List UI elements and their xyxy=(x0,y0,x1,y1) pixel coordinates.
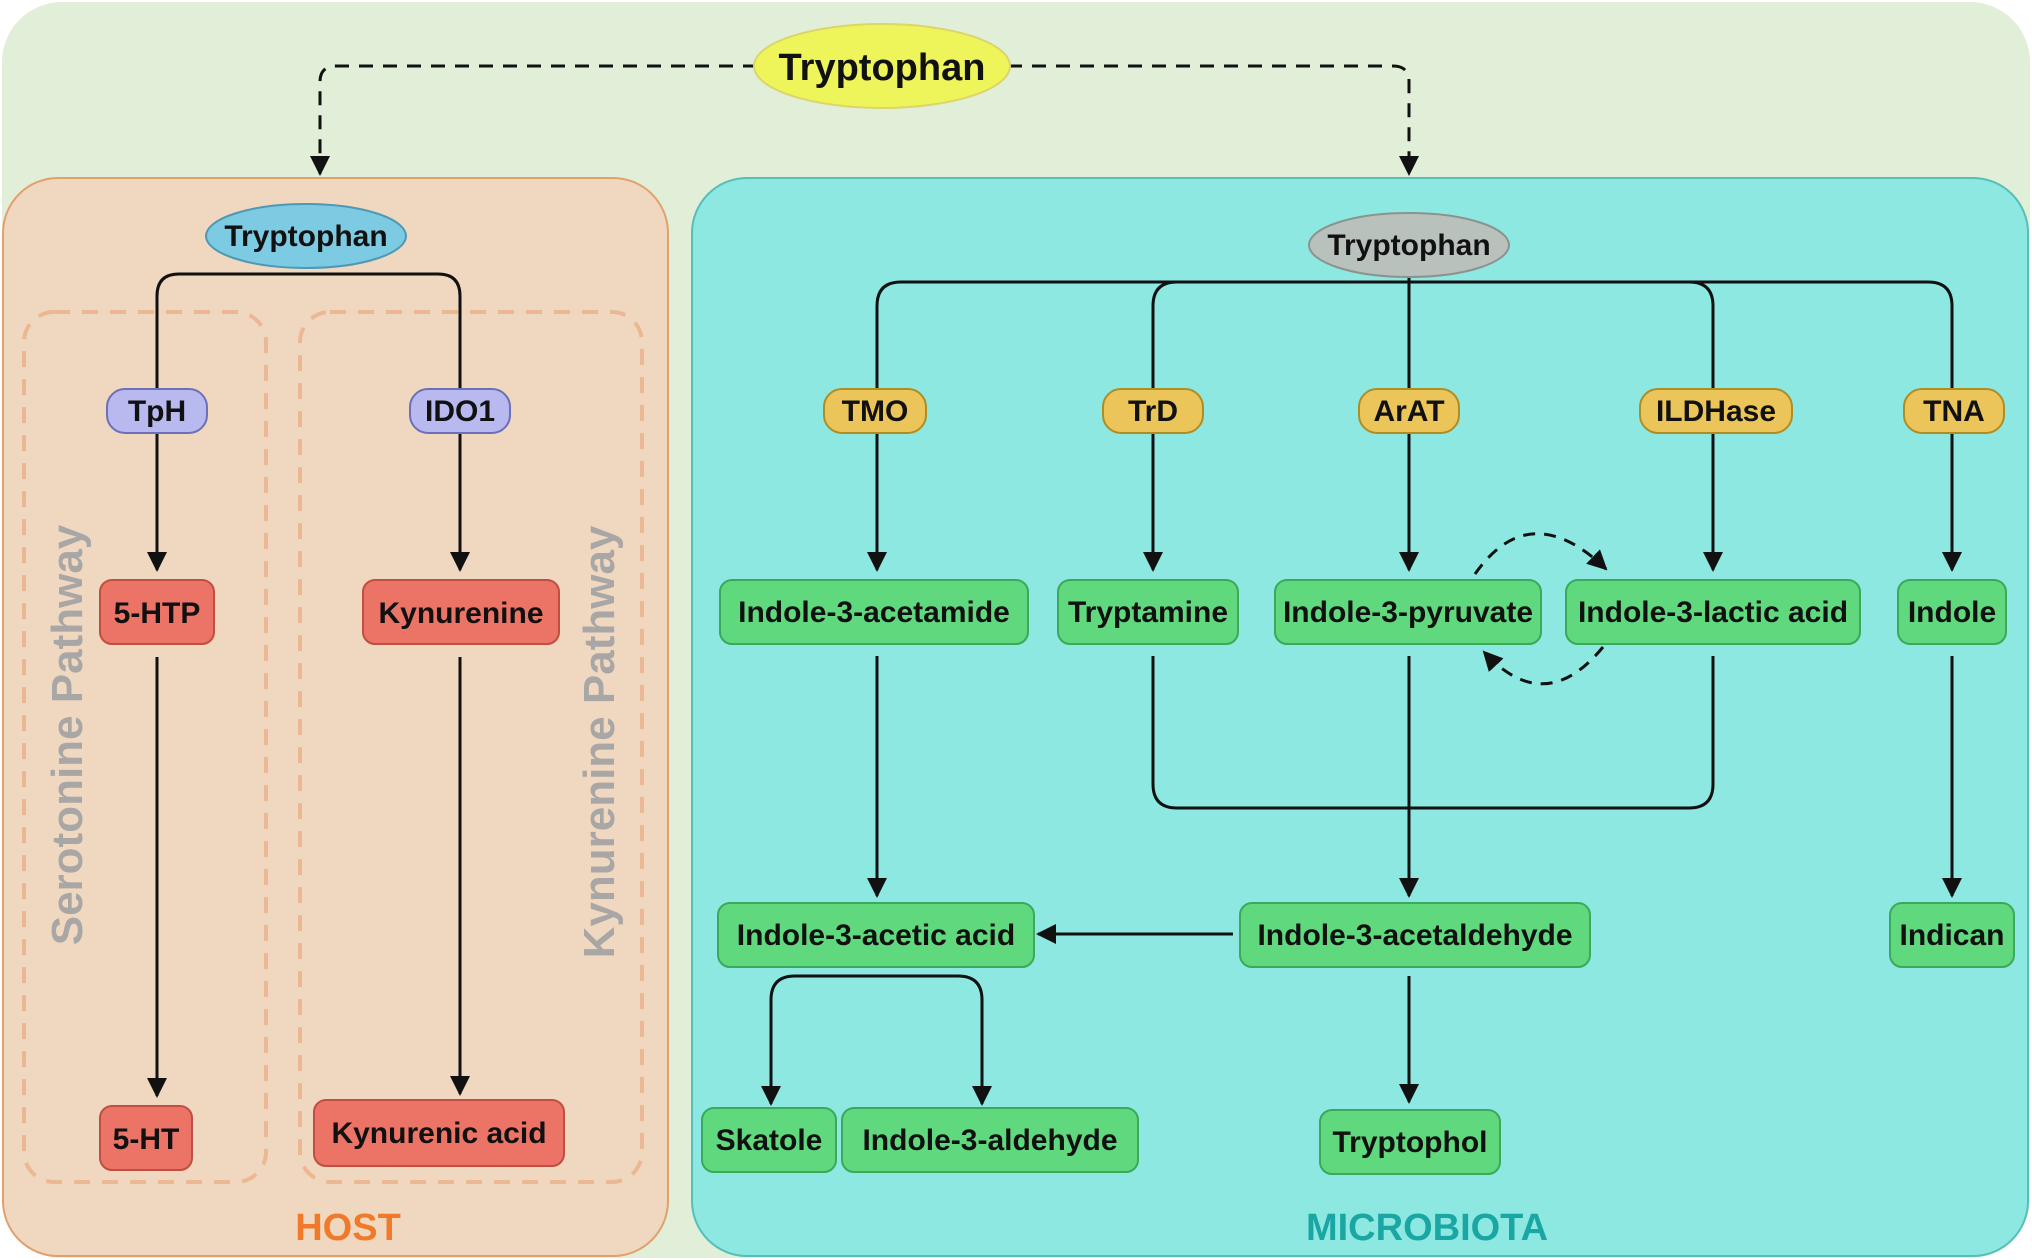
indole-3-lactic-acid-node: Indole-3-lactic acid xyxy=(1565,579,1861,645)
kynurenine-pathway-box xyxy=(298,310,644,1184)
indole-3-pyruvate-label: Indole-3-pyruvate xyxy=(1283,596,1533,629)
micro-tryptophan-node: Tryptophan xyxy=(1308,212,1510,278)
tryptophol-node: Tryptophol xyxy=(1319,1109,1501,1175)
indole-3-lactic-acid-label: Indole-3-lactic acid xyxy=(1578,596,1848,629)
skatole-label: Skatole xyxy=(716,1124,823,1157)
arat-label: ArAT xyxy=(1373,395,1444,428)
indole-label: Indole xyxy=(1908,596,1996,629)
tryptamine-node: Tryptamine xyxy=(1057,579,1239,645)
kynurenic-acid-node: Kynurenic acid xyxy=(313,1099,565,1167)
tmo-enzyme-node: TMO xyxy=(823,388,927,434)
ido1-label: IDO1 xyxy=(425,395,495,428)
serotonin-pathway-label: Serotonine Pathway xyxy=(43,524,92,945)
indican-label: Indican xyxy=(1899,919,2004,952)
tph-enzyme-node: TpH xyxy=(106,388,208,434)
indole-3-acetic-acid-node: Indole-3-acetic acid xyxy=(717,902,1035,968)
tmo-label: TMO xyxy=(842,395,909,428)
indole-3-aldehyde-label: Indole-3-aldehyde xyxy=(862,1124,1117,1157)
indole-node: Indole xyxy=(1897,579,2007,645)
top-tryptophan-node: Tryptophan xyxy=(753,23,1011,109)
indole-3-acetamide-node: Indole-3-acetamide xyxy=(719,579,1029,645)
pyruvate-lactic-reversible-lower xyxy=(1482,646,1605,686)
micro-tryptophan-label: Tryptophan xyxy=(1327,229,1490,262)
micro-split-line xyxy=(875,280,1954,390)
kynurenine-pathway-label: Kynurenine Pathway xyxy=(575,525,624,958)
serotonin-pathway-box xyxy=(22,310,268,1184)
microbiota-panel xyxy=(691,177,2029,1257)
ildhase-enzyme-node: ILDHase xyxy=(1639,388,1793,434)
host-panel-label: HOST xyxy=(295,1207,401,1249)
skatole-node: Skatole xyxy=(701,1107,837,1173)
kynurenine-node: Kynurenine xyxy=(362,579,560,645)
indole-3-acetic-acid-label: Indole-3-acetic acid xyxy=(737,919,1015,952)
arat-enzyme-node: ArAT xyxy=(1358,388,1460,434)
5htp-label: 5-HTP xyxy=(114,597,201,630)
indole-3-aldehyde-node: Indole-3-aldehyde xyxy=(841,1107,1139,1173)
5ht-label: 5-HT xyxy=(113,1123,180,1156)
tryptophol-label: Tryptophol xyxy=(1333,1126,1488,1159)
micro-split-trd xyxy=(1151,280,1178,390)
microbiota-panel-label: MICROBIOTA xyxy=(1306,1207,1548,1249)
top-to-microbiota-dashed-arrow xyxy=(1008,64,1419,176)
kynurenine-label: Kynurenine xyxy=(378,597,543,630)
tryptamine-lactic-join-line xyxy=(1151,656,1715,810)
tna-enzyme-node: TNA xyxy=(1903,388,2005,434)
indole-3-pyruvate-node: Indole-3-pyruvate xyxy=(1274,579,1542,645)
pyruvate-lactic-reversible-upper xyxy=(1473,532,1608,575)
trd-enzyme-node: TrD xyxy=(1102,388,1204,434)
micro-split-ildhase xyxy=(1688,280,1715,390)
5ht-node: 5-HT xyxy=(99,1105,193,1171)
ido1-enzyme-node: IDO1 xyxy=(409,388,511,434)
tryptamine-label: Tryptamine xyxy=(1068,596,1228,629)
host-tryptophan-node: Tryptophan xyxy=(205,203,407,269)
trd-label: TrD xyxy=(1128,395,1178,428)
host-split-line xyxy=(155,272,462,390)
tna-label: TNA xyxy=(1923,395,1985,428)
indican-node: Indican xyxy=(1889,902,2015,968)
host-panel xyxy=(2,177,669,1257)
ildhase-label: ILDHase xyxy=(1656,395,1776,428)
indole-3-acetamide-label: Indole-3-acetamide xyxy=(738,596,1010,629)
indole-3-acetaldehyde-label: Indole-3-acetaldehyde xyxy=(1257,919,1572,952)
top-to-host-dashed-arrow xyxy=(310,64,757,176)
top-tryptophan-label: Tryptophan xyxy=(779,47,986,89)
tph-label: TpH xyxy=(128,395,186,428)
indole-3-acetaldehyde-node: Indole-3-acetaldehyde xyxy=(1239,902,1591,968)
acetic-split-line xyxy=(761,974,992,1106)
kynurenic-acid-label: Kynurenic acid xyxy=(331,1117,546,1150)
5htp-node: 5-HTP xyxy=(99,579,215,645)
host-tryptophan-label: Tryptophan xyxy=(224,220,387,253)
